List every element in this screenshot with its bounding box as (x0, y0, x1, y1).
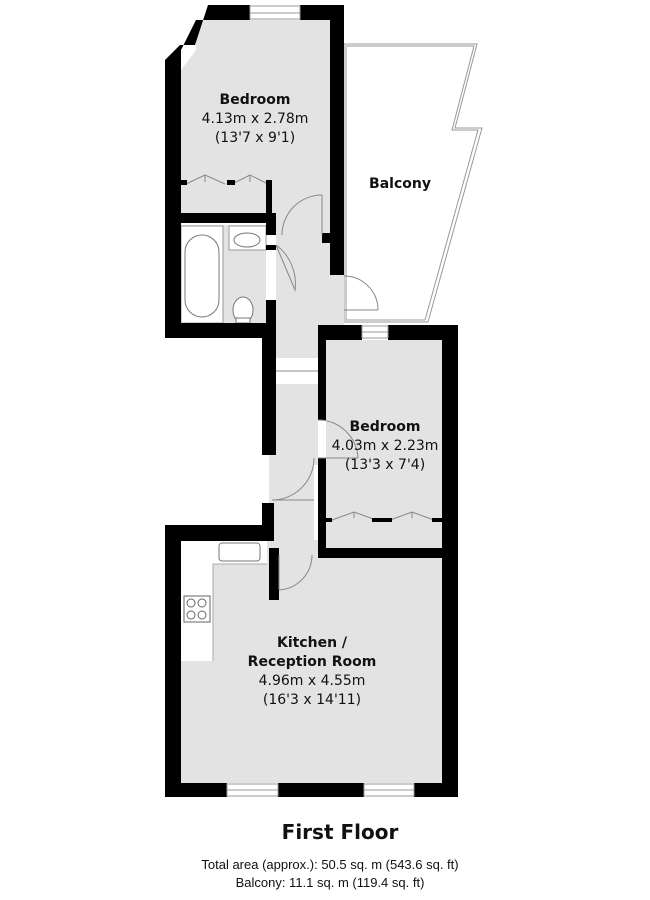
wardrobes (185, 174, 435, 521)
walls (165, 5, 458, 797)
room-name: Bedroom (349, 419, 421, 435)
floor-title: First Floor (281, 820, 399, 844)
hob-icon (183, 595, 211, 623)
sink-icon (233, 232, 261, 248)
total-area-text: Total area (approx.): 50.5 sq. m (543.6 … (201, 857, 459, 872)
room-dimensions-imperial: (13'3 x 7'4) (344, 457, 426, 473)
floor-plan-drawing (165, 5, 483, 797)
room-name: Bedroom (219, 92, 291, 108)
windows (226, 5, 415, 797)
room-dimensions-metric: 4.13m x 2.78m (201, 111, 309, 127)
landing-strips (276, 358, 318, 384)
room-label-balcony: Balcony (350, 175, 450, 194)
balcony-area-text: Balcony: 11.1 sq. m (119.4 sq. ft) (235, 875, 425, 890)
room-name-line-2: Reception Room (247, 654, 377, 670)
room-name: Kitchen / (276, 635, 348, 651)
bathtub-icon (184, 234, 220, 318)
room-dimensions-metric: 4.03m x 2.23m (331, 438, 439, 454)
room-dimensions-imperial: (16'3 x 14'11) (262, 692, 362, 708)
kitchen-fixtures (181, 541, 267, 661)
room-dimensions-imperial: (13'7 x 9'1) (214, 130, 296, 146)
room-dimensions-metric: 4.96m x 4.55m (258, 673, 366, 689)
bathroom-fixtures (180, 225, 267, 324)
kitchen-sink-icon (218, 542, 261, 562)
room-label-kitchen-reception: Kitchen / Reception Room 4.96m x 4.55m (… (222, 634, 402, 710)
room-label-bedroom-1: Bedroom 4.13m x 2.78m (13'7 x 9'1) (185, 91, 325, 148)
room-label-bedroom-2: Bedroom 4.03m x 2.23m (13'3 x 7'4) (315, 418, 455, 475)
room-name: Balcony (369, 176, 431, 192)
door-swings (271, 194, 379, 591)
